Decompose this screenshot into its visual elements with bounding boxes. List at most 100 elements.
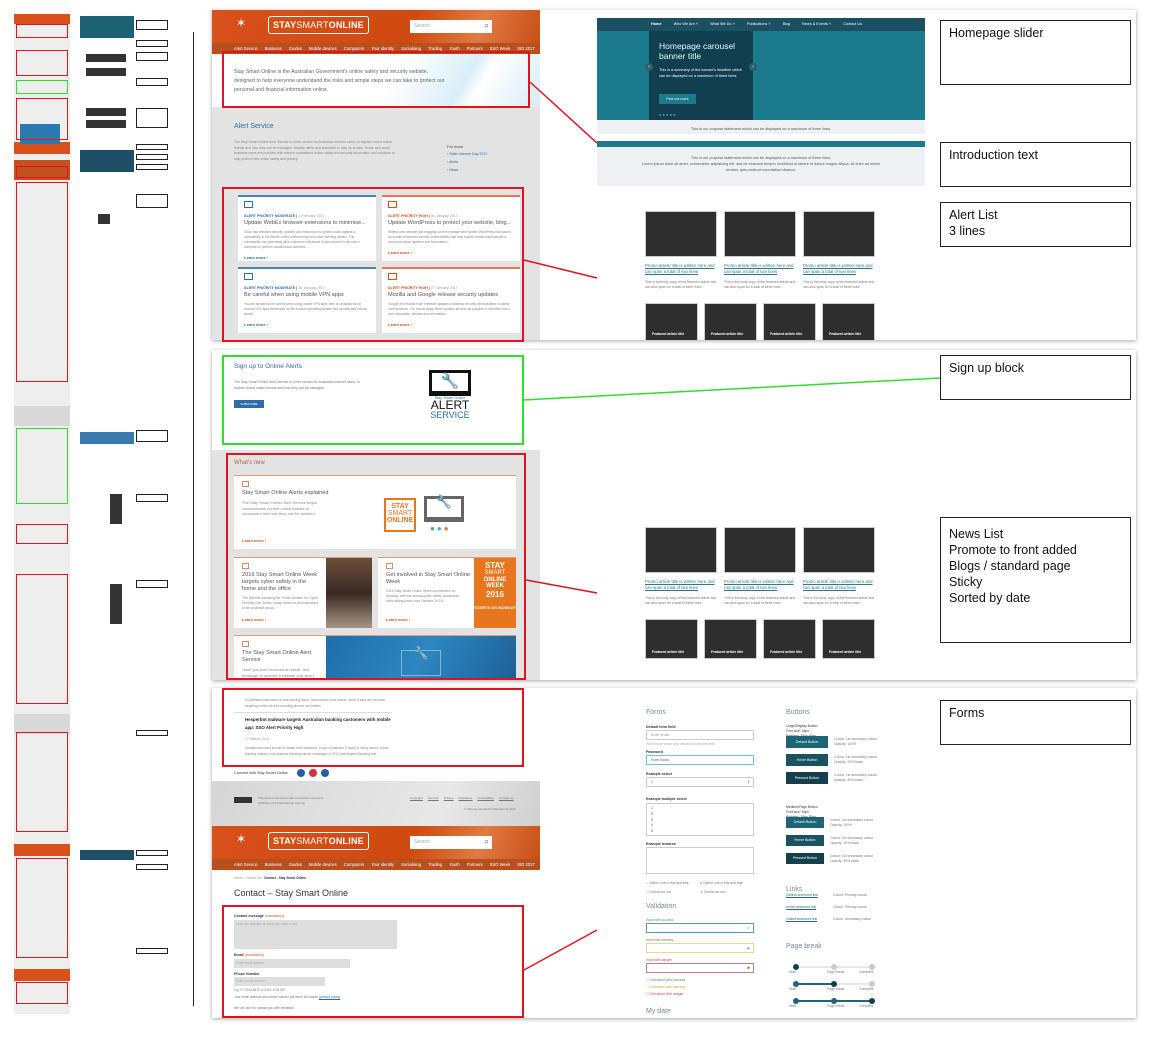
footer-link[interactable]: Disclaimer <box>458 796 473 800</box>
linkedin-icon[interactable] <box>321 769 329 777</box>
nav-item[interactable]: Guides <box>288 862 303 867</box>
checkbox-2[interactable]: ☑ Check me out <box>700 890 725 894</box>
style-button-default[interactable]: Default Button <box>786 817 824 828</box>
featured-article-tile[interactable]: Featured article title <box>822 619 875 659</box>
nav-item[interactable]: Your identity <box>371 46 395 51</box>
nav-item[interactable]: Alert Service <box>234 46 258 51</box>
promo-title-link[interactable]: Promo article title is written here and … <box>803 263 873 274</box>
danger-input[interactable]: ✖ <box>646 963 754 973</box>
search-input[interactable]: Search⌕ <box>410 836 492 849</box>
warning-input[interactable]: ▲ <box>646 943 754 953</box>
checkbox-danger[interactable]: ☐ Checkbox with danger <box>646 992 684 996</box>
youtube-icon[interactable] <box>309 769 317 777</box>
nav-item[interactable]: Trading <box>428 46 443 51</box>
style-link[interactable]: Hover anchored link <box>786 905 817 909</box>
carousel-nav-item[interactable]: News & Events ˅ <box>802 22 832 26</box>
learn-more-link[interactable]: Learn more › <box>386 616 411 622</box>
nav-item[interactable]: SID 2017 <box>517 46 535 51</box>
style-button-hover[interactable]: Hover Button <box>786 835 824 846</box>
facebook-icon[interactable] <box>297 769 305 777</box>
nav-item[interactable]: Computers <box>343 46 365 51</box>
style-button-hover[interactable]: Hover Button <box>786 754 828 766</box>
multi-option[interactable]: 1 <box>651 806 653 810</box>
contact-message-input[interactable]: Enter the question or query you want to … <box>234 920 397 949</box>
nav-item[interactable]: Business <box>264 862 282 867</box>
news-title-link[interactable]: Hesperbot malware targets Australian ban… <box>245 717 391 730</box>
for-more-link[interactable]: › News <box>447 168 459 172</box>
footer-link[interactable]: Accessibility <box>477 796 494 800</box>
for-more-link[interactable]: › Safer Internet Day 2017 <box>447 152 488 156</box>
multi-option[interactable]: 4 <box>651 823 653 828</box>
nav-item[interactable]: Mobile devices <box>309 862 337 867</box>
style-button-default[interactable]: Default Button <box>786 736 828 748</box>
multi-option[interactable]: 2 <box>651 811 653 816</box>
search-input[interactable]: Search⌕ <box>410 20 492 33</box>
learn-more-link[interactable]: Learn more › <box>244 254 269 260</box>
carousel-nav-item[interactable]: Who We Are ˅ <box>673 22 699 26</box>
style-link[interactable]: Default anchored link <box>786 893 818 897</box>
learn-more-link[interactable]: Learn more › <box>388 321 413 327</box>
nav-item[interactable]: Mobile devices <box>309 46 337 51</box>
learn-more-link[interactable]: Learn more › <box>388 249 413 255</box>
featured-article-tile[interactable]: Featured article title <box>645 619 698 659</box>
promo-title-link[interactable]: Promo article title is written here and … <box>645 579 715 590</box>
nav-item[interactable]: Socialising <box>401 862 422 867</box>
footer-link[interactable]: Copyright <box>410 796 423 800</box>
promo-title-link[interactable]: Promo article title is written here and … <box>724 579 794 590</box>
breadcrumb-home[interactable]: Home <box>234 876 243 880</box>
site-logo[interactable]: STAYSMARTONLINE <box>268 16 369 34</box>
nav-item[interactable]: Guides <box>288 46 303 51</box>
search-icon[interactable]: ⌕ <box>484 21 489 30</box>
nav-item[interactable]: Partners <box>466 46 483 51</box>
multi-option[interactable]: 5 <box>651 829 653 834</box>
nav-item[interactable]: Partners <box>466 862 483 867</box>
news-card[interactable]: The Stay Smart Online Alert Service Have… <box>234 635 516 680</box>
carousel-nav-item[interactable]: Home <box>651 22 662 26</box>
footer-link[interactable]: Security <box>427 796 439 800</box>
example-textarea[interactable] <box>646 847 754 874</box>
phone-input[interactable]: Enter phone number <box>234 977 325 986</box>
radio-option-1[interactable]: ○ Option one is this and that <box>646 881 689 885</box>
search-icon[interactable]: ⌕ <box>484 837 489 846</box>
for-more-link[interactable]: › Alerts <box>447 160 459 164</box>
carousel-nav-item[interactable]: Contact Us <box>843 22 862 26</box>
nav-item[interactable]: SSO Week <box>489 46 511 51</box>
footer-link[interactable]: Contact Us <box>498 796 514 800</box>
privacy-policy-link[interactable]: (privacy policy) <box>318 995 341 999</box>
featured-article-tile[interactable]: Featured article title <box>763 619 816 659</box>
featured-article-tile[interactable]: Featured article title <box>704 303 757 341</box>
default-form-field[interactable]: Enter email <box>646 730 754 740</box>
learn-more-link[interactable]: Learn more › <box>244 321 269 327</box>
nav-item[interactable]: SID 2017 <box>517 862 535 867</box>
featured-article-tile[interactable]: Featured article title <box>645 303 698 341</box>
carousel-next-button[interactable]: › <box>749 63 757 71</box>
nav-item[interactable]: Youth <box>449 46 460 51</box>
news-card-featured[interactable]: Stay Smart Online Alerts explained The S… <box>234 475 516 549</box>
featured-article-tile[interactable]: Featured article title <box>763 303 816 341</box>
carousel-nav-item[interactable]: Blog <box>782 22 791 26</box>
find-out-more-button[interactable]: Find out more <box>659 94 696 104</box>
featured-article-tile[interactable]: Featured article title <box>822 303 875 341</box>
nav-item[interactable]: Business <box>264 46 282 51</box>
style-button-pressed[interactable]: Pressed Button <box>786 772 828 784</box>
featured-article-tile[interactable]: Featured article title <box>704 619 757 659</box>
news-card[interactable]: Get involved in Stay Smart Online Week 2… <box>378 557 516 628</box>
carousel-nav-item[interactable]: Publications ˅ <box>746 22 771 26</box>
subscribe-button[interactable]: SUBSCRIBE <box>234 400 264 408</box>
learn-more-link[interactable]: Learn more › <box>242 537 267 543</box>
carousel-prev-button[interactable]: ‹ <box>645 63 653 71</box>
checkbox-success[interactable]: ☐ Checkbox with success <box>646 978 686 982</box>
promo-title-link[interactable]: Promo article title is written here and … <box>724 263 794 274</box>
news-card[interactable]: 2016 Stay Smart Online Week targets cybe… <box>234 557 372 628</box>
alert-card[interactable]: ALERT PRIORITY MODERATE | 1 February 201… <box>238 195 376 261</box>
learn-more-link[interactable]: Learn more › <box>242 616 267 622</box>
password-field[interactable]: Form focus <box>646 755 754 765</box>
nav-item[interactable]: Computers <box>343 862 365 867</box>
footer-link[interactable]: Privacy <box>443 796 454 800</box>
promo-title-link[interactable]: Promo article title is written here and … <box>803 579 873 590</box>
alert-card[interactable]: ALERT PRIORITY MODERATE | 30 January 201… <box>238 267 376 333</box>
carousel-dots[interactable]: ● ● ● ● ● <box>659 112 676 117</box>
nav-item[interactable]: Socialising <box>401 46 422 51</box>
